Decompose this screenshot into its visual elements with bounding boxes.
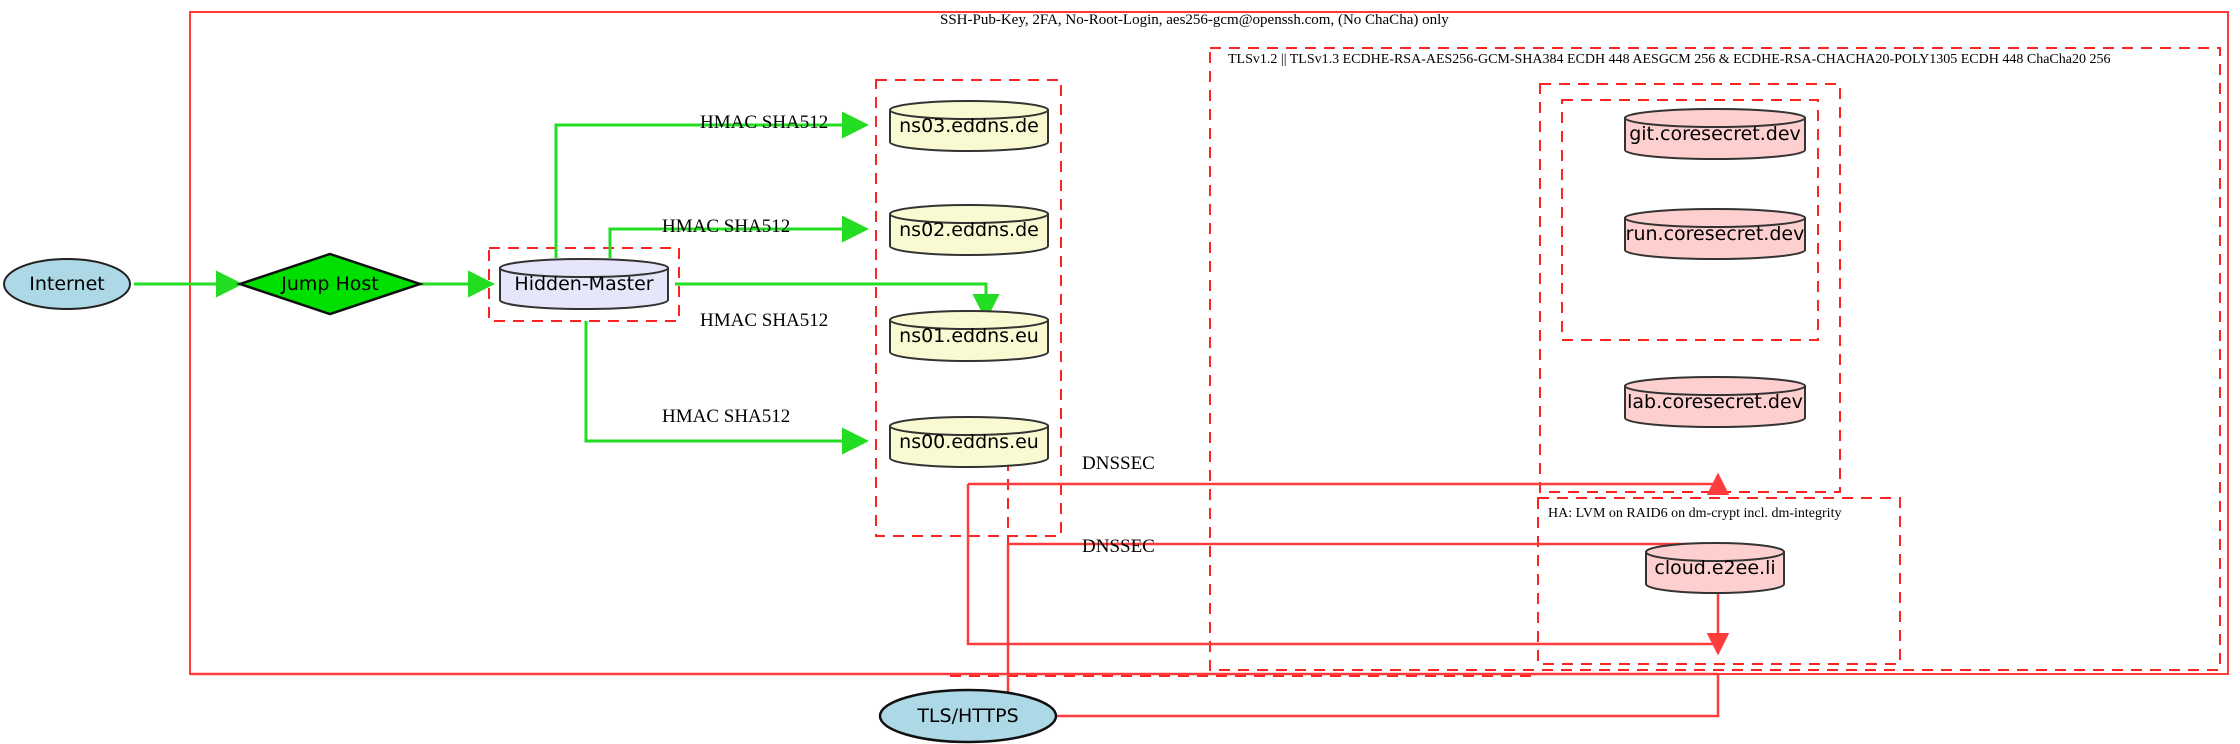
edge-label-dnssec-1: DNSSEC: [1082, 453, 1155, 474]
edge-label-hmac-ns03: HMAC SHA512: [700, 112, 829, 133]
edge-tlshttps-right: [1056, 674, 1720, 718]
cluster-ha-border: [1537, 497, 1901, 665]
edge-hidden-master-ns00: [584, 321, 869, 455]
edge-dnssec-2: [1008, 542, 1720, 650]
node-lab-shape[interactable]: [1624, 376, 1806, 428]
node-tlshttps-shape[interactable]: [878, 688, 1058, 744]
node-run-shape[interactable]: [1624, 208, 1806, 260]
node-git-shape[interactable]: [1624, 108, 1806, 160]
edge-label-dnssec-2: DNSSEC: [1082, 536, 1155, 557]
cluster-ha-label: HA: LVM on RAID6 on dm-crypt incl. dm-in…: [1548, 506, 1842, 521]
node-ns01-shape[interactable]: [889, 310, 1049, 362]
edge-label-hmac-ns00: HMAC SHA512: [662, 406, 791, 427]
edge-label-hmac-ns02: HMAC SHA512: [662, 216, 791, 237]
cluster-tls-label: TLSv1.2 || TLSv1.3 ECDHE-RSA-AES256-GCM-…: [1228, 52, 2111, 67]
node-jumphost-shape[interactable]: [236, 252, 424, 316]
edge-hidden-master-ns01: [675, 282, 1000, 321]
edge-label-hmac-ns01: HMAC SHA512: [700, 310, 829, 331]
node-ns03-shape[interactable]: [889, 100, 1049, 152]
node-cloud-shape[interactable]: [1645, 542, 1785, 594]
cluster-ssh-label: SSH-Pub-Key, 2FA, No-Root-Login, aes256-…: [940, 12, 1449, 28]
node-internet-shape[interactable]: [3, 258, 131, 310]
edge-hidden-master-ns02: [608, 215, 869, 258]
cluster-coresecret-outer-border: [1539, 83, 1841, 493]
cluster-dns-border: [875, 79, 1062, 537]
edge-dnssec-1: [968, 472, 1730, 495]
cluster-hidden-master-border: [488, 247, 680, 322]
cluster-tls-border: [1209, 47, 2221, 671]
edge-hidden-master-ns03: [554, 111, 869, 258]
edge-dnssec-2b: [966, 484, 1730, 656]
node-ns00-shape[interactable]: [889, 416, 1049, 468]
node-ns02-shape[interactable]: [889, 204, 1049, 256]
node-hidden-master-shape[interactable]: [499, 258, 669, 310]
